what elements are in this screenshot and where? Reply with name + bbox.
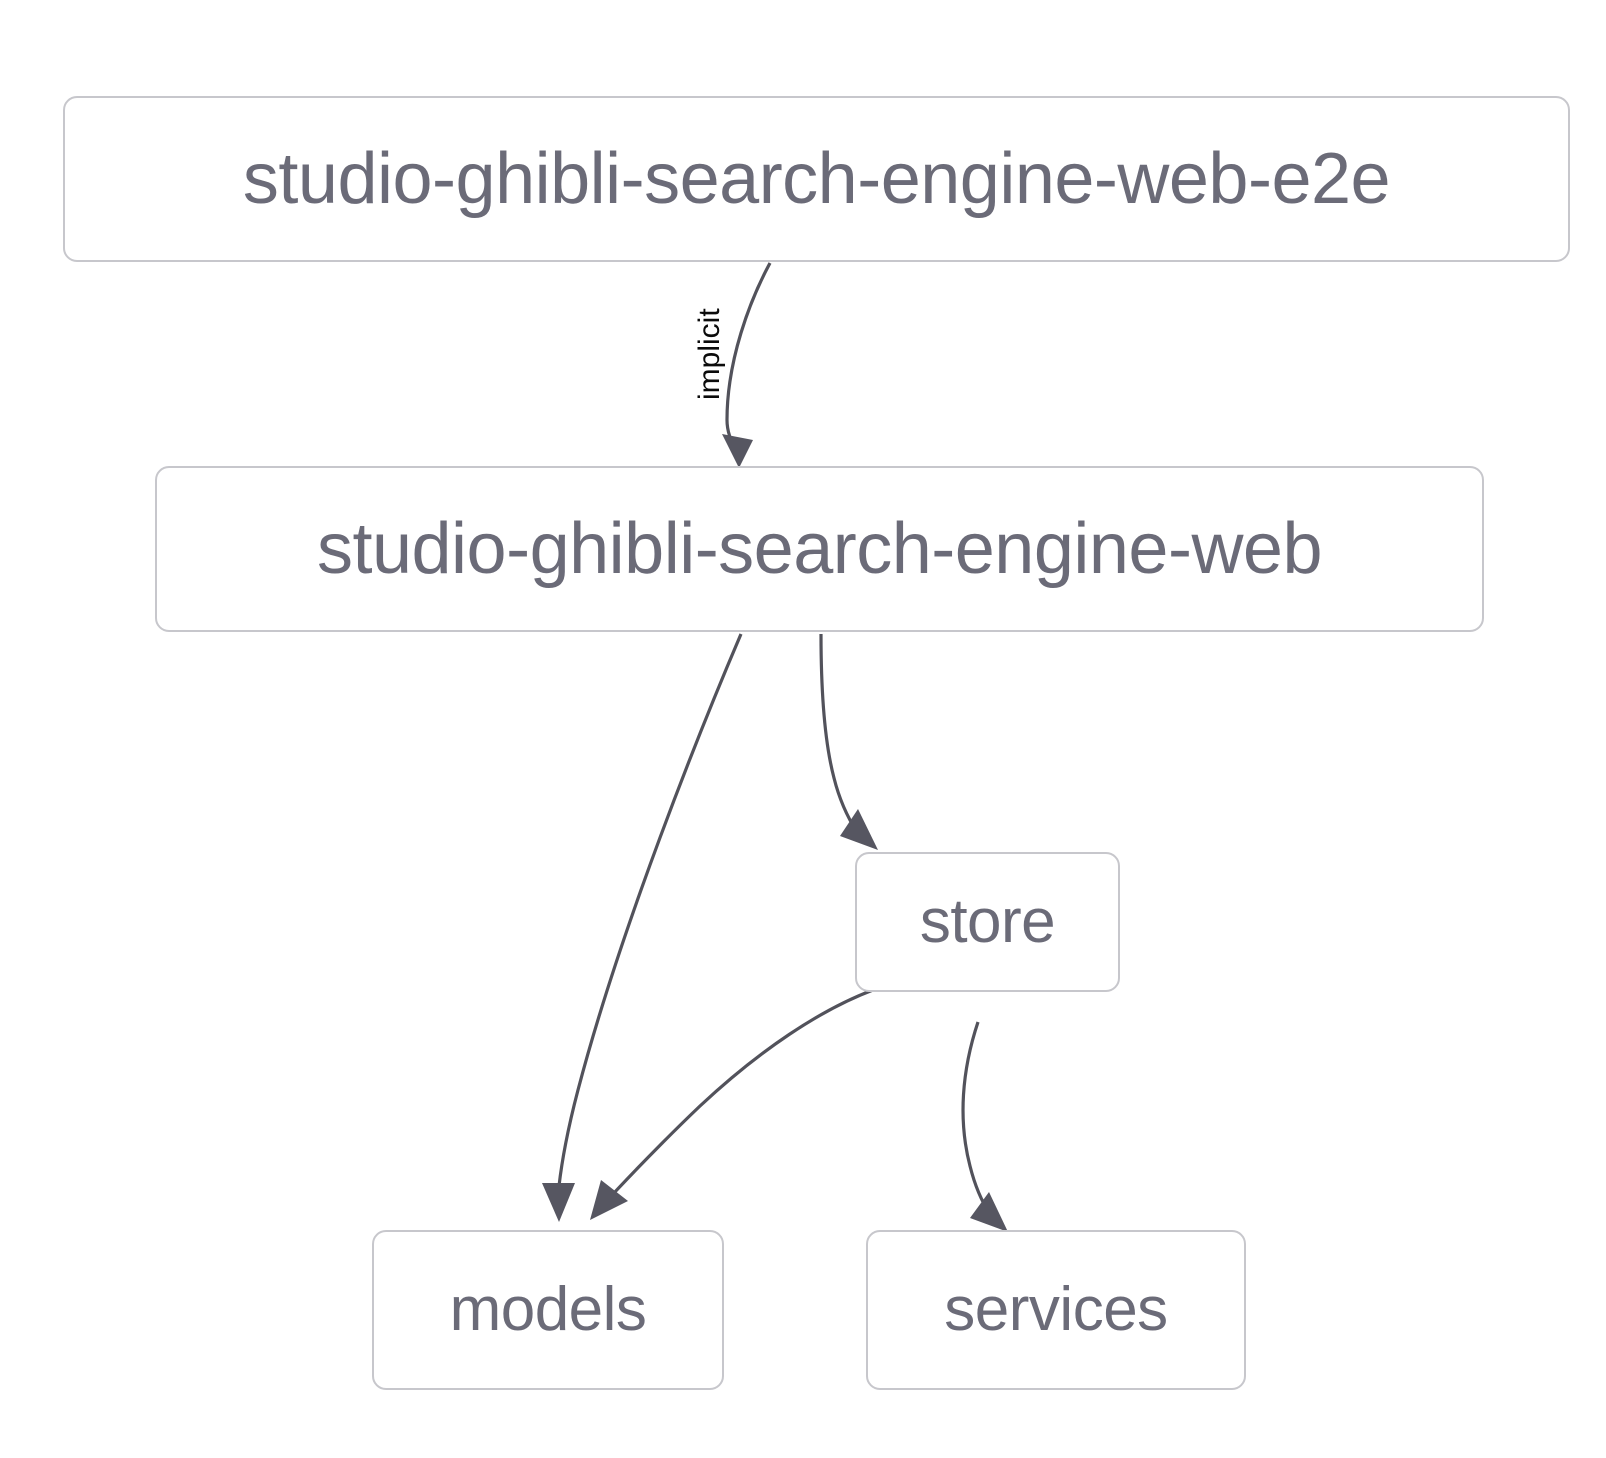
edge-store-to-services[interactable] <box>961 1021 1008 1232</box>
arrowhead-store-to-models <box>590 1180 628 1220</box>
node-services[interactable]: services <box>866 1230 1246 1390</box>
node-store-label: store <box>919 887 1056 956</box>
edge-label-implicit: implicit <box>693 308 726 400</box>
node-store[interactable]: store <box>855 852 1120 992</box>
arrowhead-web-to-store <box>840 809 878 850</box>
edge-path-store-to-models <box>611 988 874 1196</box>
edge-path-web-to-store <box>819 633 859 833</box>
node-web-e2e[interactable]: studio-ghibli-search-engine-web-e2e <box>63 96 1570 262</box>
node-web-e2e-label: studio-ghibli-search-engine-web-e2e <box>242 139 1391 219</box>
node-services-label: services <box>944 1275 1168 1344</box>
edge-path-store-to-services <box>961 1021 992 1215</box>
arrowhead-web-to-models <box>542 1183 575 1222</box>
arrowhead-web-e2e-to-web <box>722 434 753 468</box>
node-web[interactable]: studio-ghibli-search-engine-web <box>155 466 1484 632</box>
edge-store-to-models[interactable] <box>590 988 874 1220</box>
arrowhead-store-to-services <box>970 1192 1008 1232</box>
node-web-label: studio-ghibli-search-engine-web <box>316 509 1323 589</box>
edge-path-web-e2e-to-web <box>725 262 772 453</box>
edge-path-web-to-models <box>557 633 743 1187</box>
edge-web-to-store[interactable] <box>819 633 878 850</box>
edge-web-e2e-to-web[interactable]: implicit <box>693 262 772 468</box>
node-models-label: models <box>449 1275 647 1344</box>
edge-web-to-models[interactable] <box>542 633 743 1222</box>
node-models[interactable]: models <box>372 1230 724 1390</box>
